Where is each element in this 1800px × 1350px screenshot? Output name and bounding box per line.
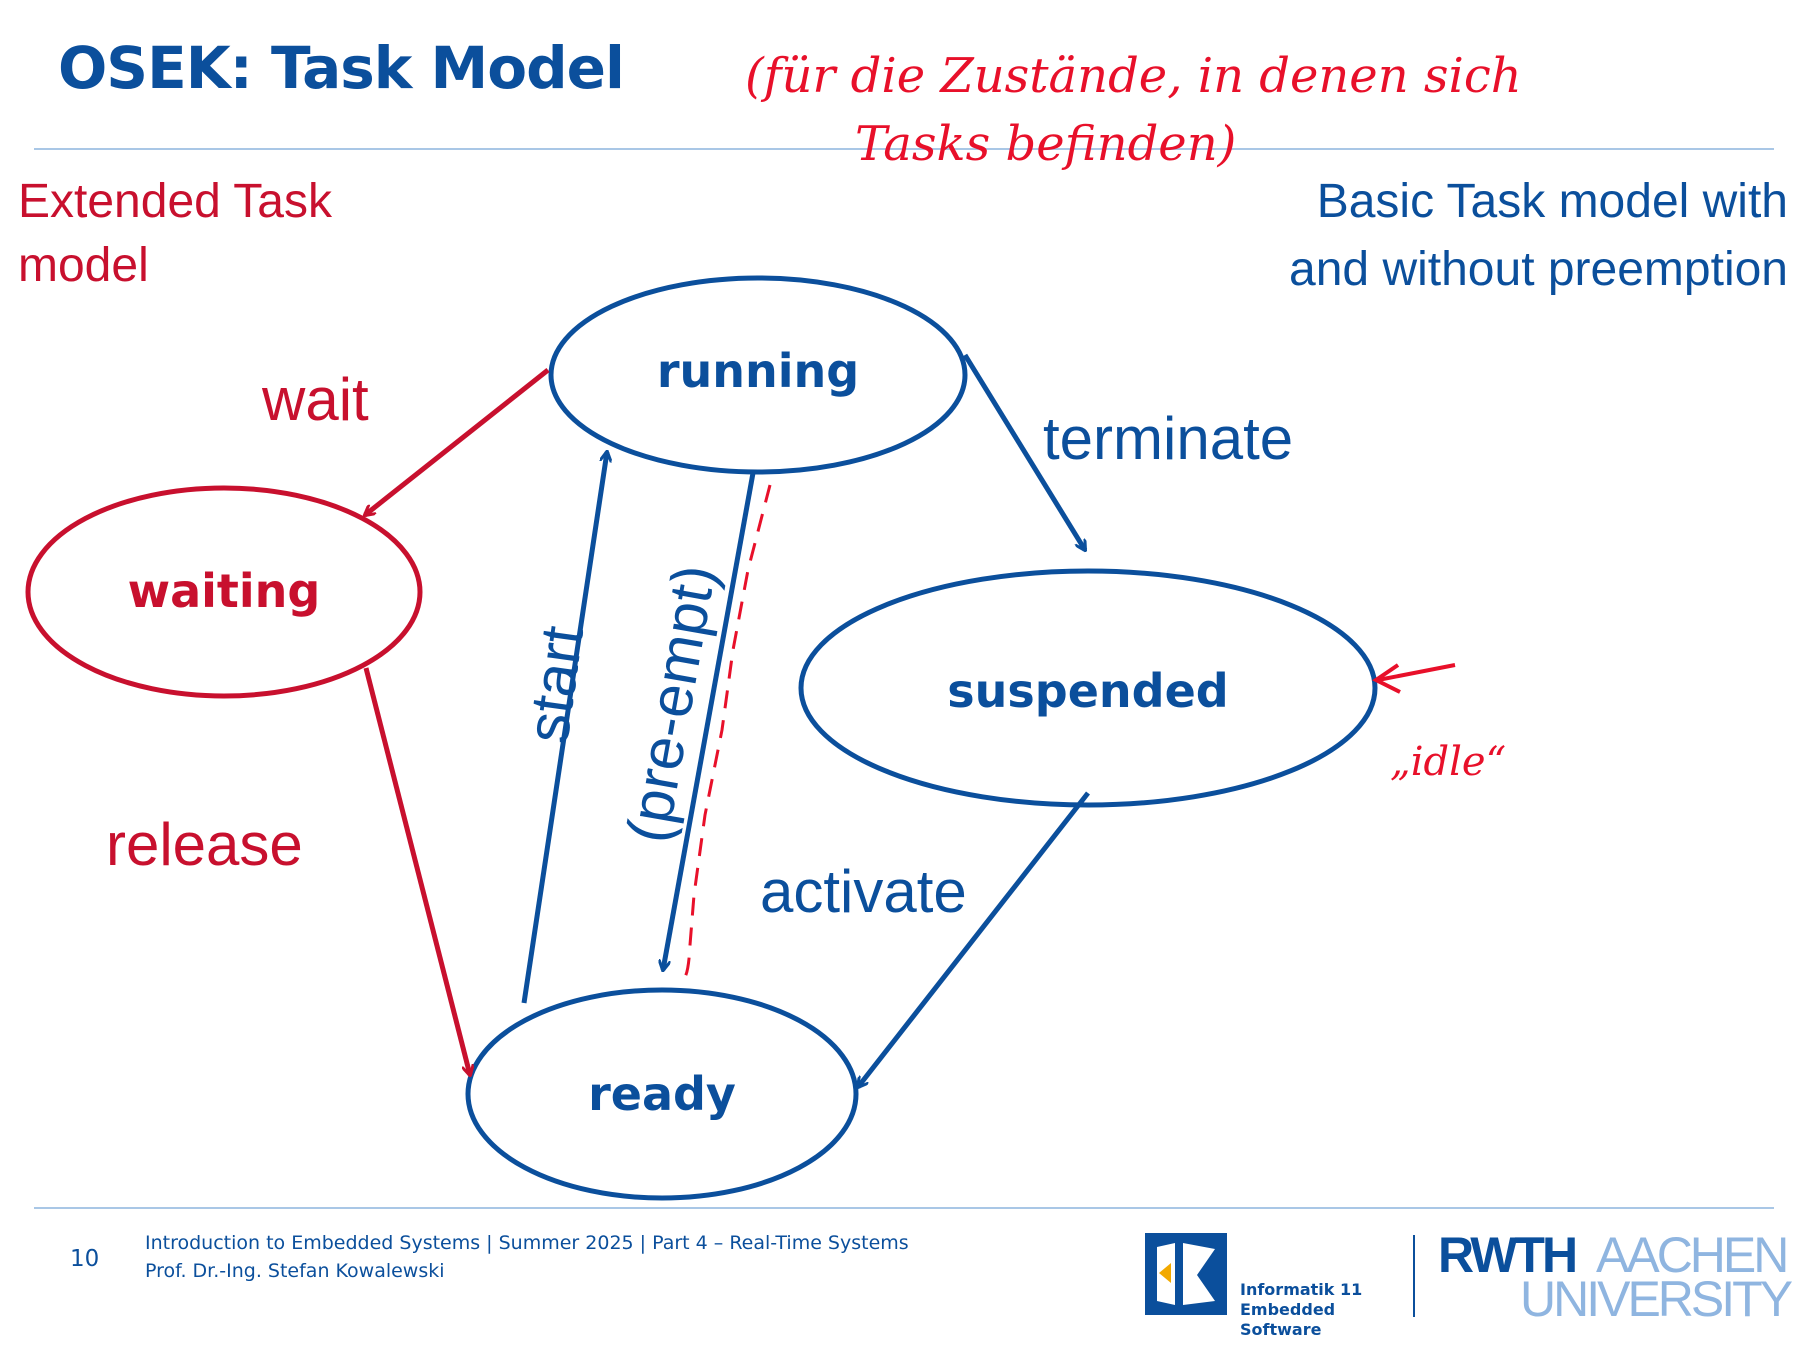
state-running-label: running [657,344,859,398]
transition-terminate-arrow [962,353,1085,550]
state-running [548,275,968,475]
transition-start-label: start [514,622,597,747]
transition-terminate-label: terminate [1043,405,1293,472]
basic-label-line1: Basic Task model with [1316,175,1788,228]
transition-wait-arrow [365,368,550,515]
header-divider [34,148,1774,150]
basic-task-model-label: Basic Task model with and without preemp… [1088,168,1788,304]
state-suspended-label: suspended [947,664,1228,718]
state-suspended [798,568,1378,808]
transition-activate-label: activate [760,858,967,925]
page-number: 10 [70,1246,100,1272]
rwth-logo-university: UNIVERSITY [1520,1271,1793,1327]
handwritten-idle-arrowhead [1372,663,1401,694]
logo-separator [1413,1235,1415,1317]
footer-divider [34,1207,1774,1209]
handwritten-note-line2: Tasks befinden) [855,116,1236,172]
transition-start-arrow [521,452,607,1004]
slide-title: OSEK: Task Model [58,34,625,102]
state-ready-label: ready [588,1067,736,1121]
handwritten-dashed-line [679,484,772,981]
institute-line1: Informatik 11 [1240,1280,1363,1299]
handwritten-idle-label: „idle“ [1390,739,1506,785]
state-ready [465,987,859,1201]
state-waiting [25,485,423,699]
transition-release-arrow [363,667,470,1075]
handwritten-note-line1: (für die Zustände, in denen sich [745,48,1522,104]
institute-label: Informatik 11 Embedded Software [1240,1280,1420,1340]
rwth-logo-aachen: AACHEN [1596,1227,1789,1283]
transition-preempt-arrow [663,472,756,970]
handwritten-idle-arrow [1377,663,1456,682]
basic-label-line2: and without preemption [1289,243,1788,296]
footer-course-line: Introduction to Embedded Systems | Summe… [145,1232,909,1254]
informatik11-logo-icon [1145,1233,1227,1315]
institute-line2: Embedded Software [1240,1300,1336,1339]
rwth-logo-rwth: RWTH [1438,1227,1578,1283]
transition-release-label: release [106,811,303,878]
transition-activate-arrow [858,791,1090,1087]
state-waiting-label: waiting [128,564,321,618]
footer-author-line: Prof. Dr.-Ing. Stefan Kowalewski [145,1260,445,1282]
extended-task-model-label: Extended Task model [18,175,332,292]
transition-wait-label: wait [261,366,369,433]
